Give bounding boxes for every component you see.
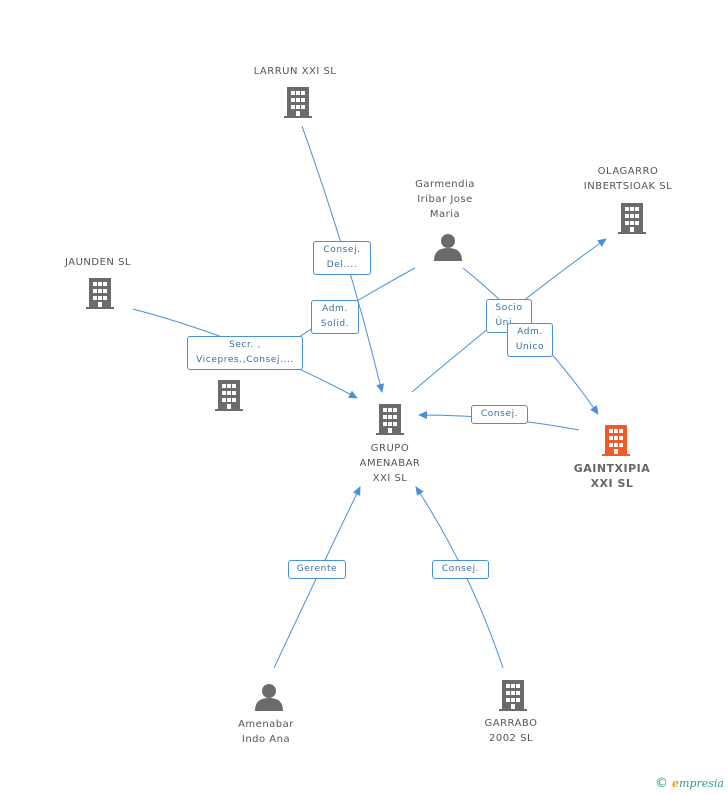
building-icon xyxy=(376,404,404,435)
node-label-gaintxipia[interactable]: GAINTXIPIA XXI SL xyxy=(573,462,651,490)
node-label-olagarro[interactable]: OLAGARRO INBERTSIOAK SL xyxy=(583,166,673,192)
person-icon xyxy=(255,684,283,711)
edge-label-adm-solid[interactable]: Adm. Solid. xyxy=(311,300,359,334)
empresia-watermark: ©empresia xyxy=(655,776,724,791)
node-label-garmendia[interactable]: Garmendia Iribar Jose Maria xyxy=(415,179,475,220)
edge-label-consej-del[interactable]: Consej. Del.... xyxy=(313,241,371,275)
building-icon xyxy=(284,87,312,118)
node-label-jaunden[interactable]: JAUNDEN SL xyxy=(64,257,131,268)
person-icon xyxy=(434,234,462,261)
node-label-garrabo[interactable]: GARRABO 2002 SL xyxy=(484,718,538,744)
edge-label-gerente[interactable]: Gerente xyxy=(288,560,346,579)
building-icon xyxy=(602,425,630,456)
building-icon xyxy=(499,680,527,711)
node-label-grupo[interactable]: GRUPO AMENABAR XXI SL xyxy=(359,443,421,484)
edge-label-secr-vicepres[interactable]: Secr. , Vicepres.,Consej.... xyxy=(187,336,303,370)
building-icon xyxy=(86,278,114,309)
building-icon xyxy=(215,380,243,411)
edge-label-adm-unico[interactable]: Adm. Unico xyxy=(507,323,553,357)
brand-initial: e xyxy=(672,777,680,790)
edge-label-consej-gaintxipia[interactable]: Consej. xyxy=(471,405,528,424)
building-icon xyxy=(618,203,646,234)
node-label-amenabar[interactable]: Amenabar Indo Ana xyxy=(238,719,294,745)
node-label-larrun[interactable]: LARRUN XXI SL xyxy=(253,66,337,77)
edge-label-consej-garrabo[interactable]: Consej. xyxy=(432,560,489,579)
copyright-icon: © xyxy=(655,776,669,791)
brand-name: mpresia xyxy=(679,777,724,790)
